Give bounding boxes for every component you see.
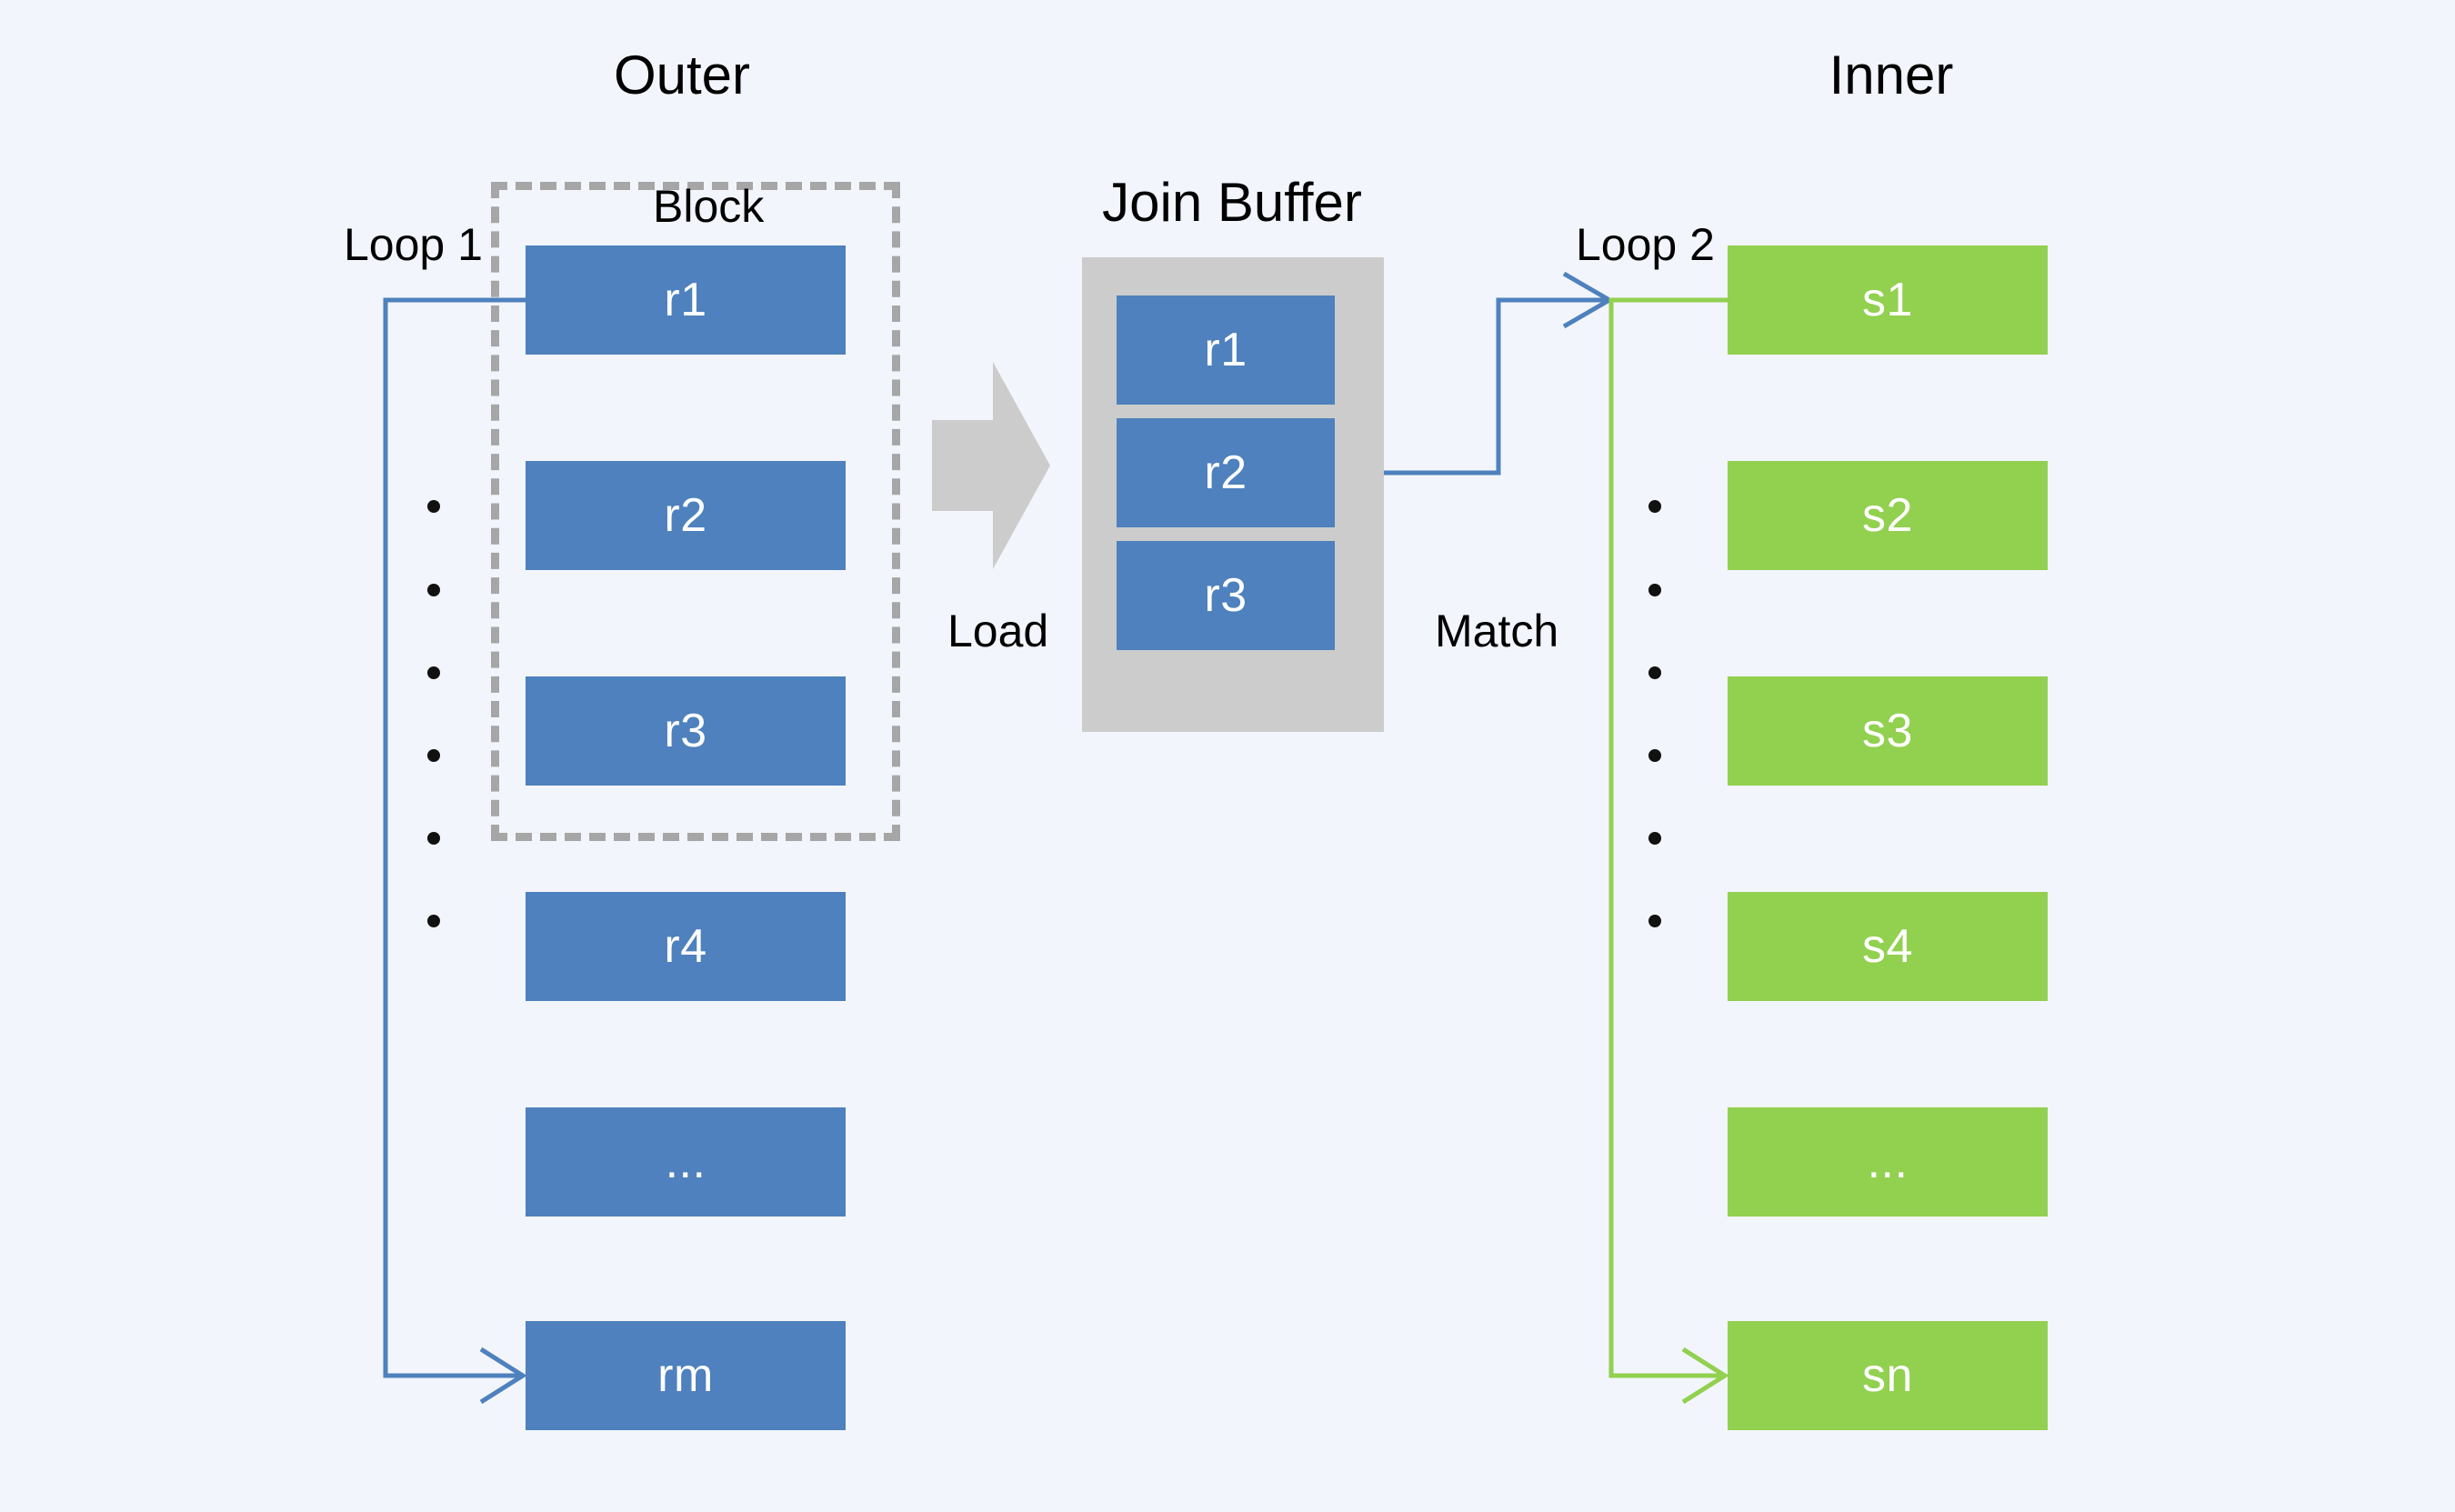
inner-row-label: s1 — [1862, 274, 1913, 326]
join-buffer-row-label: r2 — [1204, 446, 1248, 499]
join-buffer-row-r2[interactable]: r2 — [1117, 418, 1335, 527]
outer-ellipsis-dot — [427, 915, 440, 927]
match-arrowhead — [1562, 271, 1614, 329]
outer-row-label: r1 — [664, 274, 707, 326]
loop2-path — [1608, 297, 1728, 1378]
inner-row-label: sn — [1862, 1349, 1913, 1402]
outer-ellipsis-dot — [427, 666, 440, 679]
outer-ellipsis-dot — [427, 832, 440, 845]
outer-ellipsis-dot — [427, 500, 440, 513]
inner-ellipsis-dot — [1648, 832, 1661, 845]
outer-row-rm[interactable]: rm — [526, 1321, 846, 1430]
inner-ellipsis-dot — [1648, 666, 1661, 679]
load-label: Load — [947, 606, 1049, 656]
match-label: Match — [1435, 606, 1559, 656]
inner-row-s2[interactable]: s2 — [1728, 461, 2048, 570]
inner-row-s1[interactable]: s1 — [1728, 245, 2048, 355]
outer-row-label: r2 — [664, 489, 707, 542]
outer-title: Outer — [613, 45, 751, 105]
outer-ellipsis-dot — [427, 584, 440, 596]
join-buffer-row-r3[interactable]: r3 — [1117, 541, 1335, 650]
inner-ellipsis-dot — [1648, 500, 1661, 513]
join-buffer-row-label: r3 — [1204, 569, 1248, 622]
inner-ellipsis-dot — [1648, 749, 1661, 762]
join-buffer-title: Join Buffer — [1102, 172, 1362, 233]
loop2-label: Loop 2 — [1576, 219, 1715, 270]
loop1-label: Loop 1 — [344, 219, 483, 270]
outer-row-ellipsis[interactable]: ... — [526, 1107, 846, 1217]
outer-row-r4[interactable]: r4 — [526, 892, 846, 1001]
loop2-arrowhead — [1681, 1347, 1729, 1405]
inner-row-label: s3 — [1862, 705, 1913, 757]
join-buffer-row-r1[interactable]: r1 — [1117, 295, 1335, 405]
outer-row-label: ... — [665, 1136, 706, 1188]
inner-row-sn[interactable]: sn — [1728, 1321, 2048, 1430]
inner-row-label: s2 — [1862, 489, 1913, 542]
inner-ellipsis-dot — [1648, 584, 1661, 596]
outer-row-label: r3 — [664, 705, 707, 757]
outer-row-label: rm — [657, 1349, 714, 1402]
inner-title: Inner — [1829, 45, 1954, 105]
load-arrow-icon — [932, 362, 1050, 569]
inner-row-label: s4 — [1862, 920, 1913, 973]
outer-row-r3[interactable]: r3 — [526, 676, 846, 786]
match-path — [1384, 297, 1605, 476]
inner-row-s4[interactable]: s4 — [1728, 892, 2048, 1001]
block-label: Block — [653, 181, 765, 232]
inner-ellipsis-dot — [1648, 915, 1661, 927]
outer-row-r1[interactable]: r1 — [526, 245, 846, 355]
outer-row-r2[interactable]: r2 — [526, 461, 846, 570]
loop1-arrowhead — [479, 1347, 527, 1405]
inner-row-s3[interactable]: s3 — [1728, 676, 2048, 786]
inner-row-label: ... — [1867, 1136, 1909, 1188]
outer-row-label: r4 — [664, 920, 707, 973]
outer-ellipsis-dot — [427, 749, 440, 762]
inner-row-ellipsis[interactable]: ... — [1728, 1107, 2048, 1217]
join-buffer-row-label: r1 — [1204, 324, 1248, 376]
